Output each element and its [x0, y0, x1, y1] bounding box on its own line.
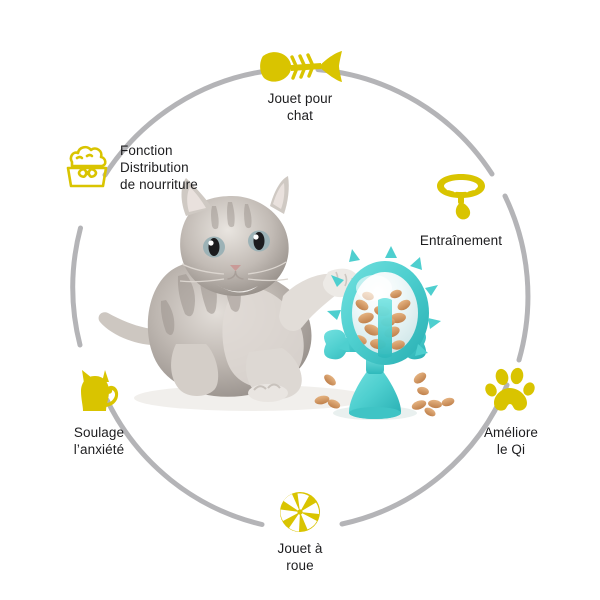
kitten-ear-right-inner [273, 183, 285, 209]
kitten-forehead-stripes [211, 202, 252, 230]
kitten-chin [216, 284, 258, 293]
feature-label-wheel-toy: Jouet à roue [277, 541, 323, 573]
feature-label-training: Entraînement [419, 233, 503, 248]
ring-arc-bottom-left [104, 397, 265, 527]
kitten-eyes [203, 230, 270, 258]
kitten-whiskers [179, 261, 289, 283]
feature-label-cat-toy: Jouet pour chat [267, 91, 333, 123]
treat-wheel-toy [314, 246, 455, 419]
ring-arc-bottom-right [339, 382, 510, 527]
scattered-kibble [314, 372, 455, 417]
kitten-head [180, 196, 289, 296]
kitten-illustration [98, 176, 360, 402]
ring-arc-top-left [102, 68, 273, 178]
kitten-nose [230, 265, 241, 271]
toy-wheel-shell [327, 246, 441, 365]
collar-icon [433, 168, 489, 224]
feature-node-wheel-toy[interactable]: Jouet à roue [232, 490, 368, 574]
feature-label-improve-qi: Améliore le Qi [483, 425, 539, 457]
feature-label-relieve-anxiety: Soulage l’anxiété [73, 425, 125, 457]
feature-node-training[interactable]: Entraînement [398, 168, 524, 249]
paw-print-icon [485, 366, 537, 418]
kitten-mouth [227, 270, 244, 280]
feature-node-relieve-anxiety[interactable]: Soulage l’anxiété [40, 366, 158, 458]
kitten-hind-leg [171, 344, 219, 396]
food-bowl-icon [60, 140, 114, 194]
toy-suction-base [349, 370, 401, 419]
feature-node-cat-toy[interactable]: Jouet pour chat [230, 44, 370, 124]
feature-node-food-dispensing[interactable]: Fonction Distribution de nourriture [60, 140, 250, 194]
ring-arc-right [502, 193, 531, 363]
ring-arc-left [70, 225, 83, 348]
ring-arc-top-right [315, 67, 495, 177]
pinwheel-icon [278, 490, 322, 534]
sitting-cat-icon [73, 366, 125, 418]
kitten-ear-left-inner [187, 187, 206, 212]
fishbone-icon [257, 44, 343, 86]
feature-node-improve-qi[interactable]: Améliore le Qi [452, 366, 570, 458]
feature-label-food-dispensing: Fonction Distribution de nourriture [120, 143, 198, 192]
